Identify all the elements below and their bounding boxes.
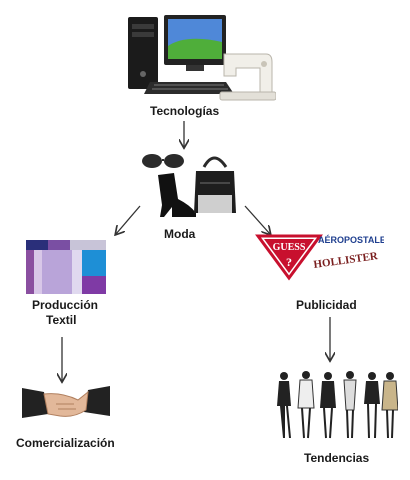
computer-sewing-machine-icon (128, 15, 276, 101)
label-publicidad: Publicidad (296, 298, 357, 312)
arrow-moda-produccion (116, 205, 141, 234)
logo-aeropostale-text: AÉROPOSTALE (318, 235, 384, 245)
textile-swatches-icon (26, 240, 106, 294)
label-produccion-line1: Producción (32, 298, 99, 312)
brand-logos-icon: GUESS ? AÉROPOSTALE HOLLISTER (255, 234, 384, 281)
runway-models-icon (277, 371, 398, 439)
fashion-items-icon (142, 154, 236, 217)
svg-text:?: ? (286, 255, 292, 269)
label-moda: Moda (164, 227, 196, 241)
logo-hollister-text: HOLLISTER (313, 250, 380, 271)
label-comercializacion: Comercialización (16, 436, 115, 450)
arrow-moda-publicidad (244, 205, 270, 234)
handshake-icon (22, 386, 110, 418)
label-tecnologias: Tecnologías (150, 104, 220, 118)
label-tendencias: Tendencias (304, 451, 370, 465)
label-produccion-line2: Textil (46, 313, 77, 327)
logo-guess-text: GUESS (273, 242, 306, 253)
